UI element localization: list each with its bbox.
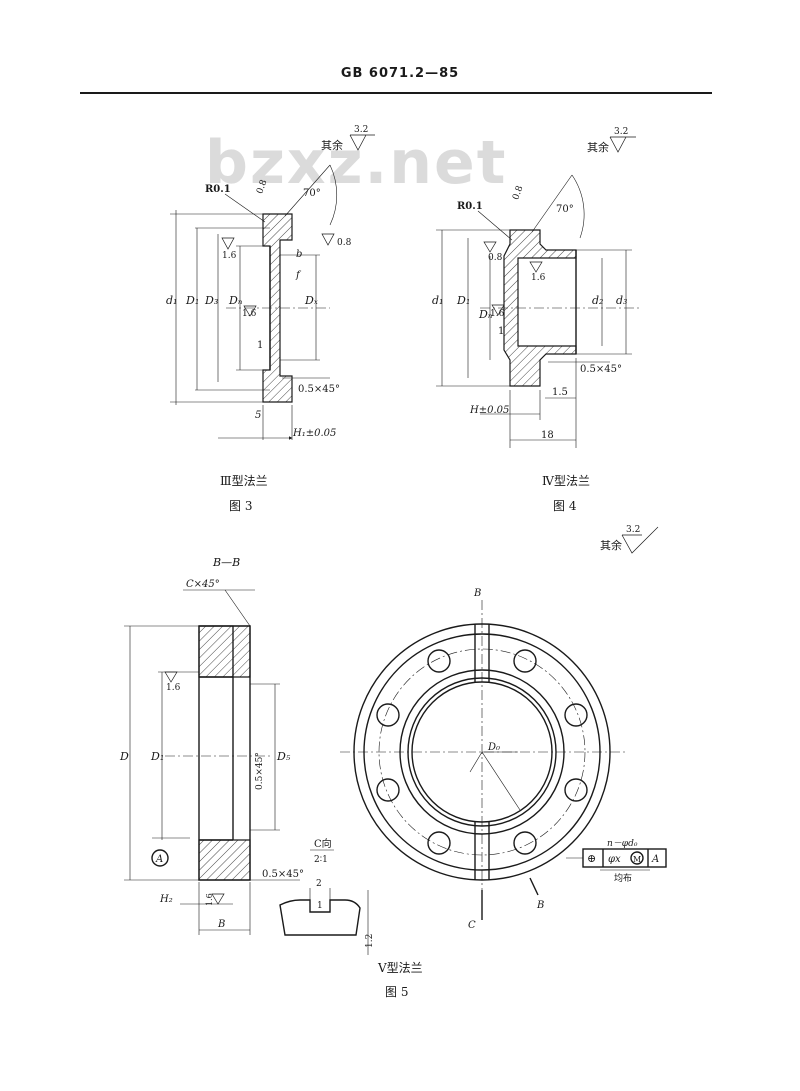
fig3-D3: D₃ [204, 294, 218, 307]
fig3-rest-label: 其余 [321, 138, 343, 152]
fig4-rest-value: 3.2 [614, 127, 628, 137]
fig5-one: 1 [317, 901, 323, 911]
fig3-type-caption: Ⅲ型法兰 [220, 474, 268, 488]
fig4-D1: D₁ [456, 294, 470, 307]
fig5-view-c: C向 [314, 837, 332, 850]
fig5-sec-b-bottom: B [536, 900, 544, 911]
fig3-chamfer: 0.5×45° [298, 384, 340, 395]
fig3-one: 1 [257, 340, 263, 351]
fig5-tol-top: n－φd₀ [607, 839, 638, 849]
fig4-d1: d₁ [432, 294, 443, 307]
fig3-DN: Dₙ [228, 294, 242, 307]
fig4-rest-label: 其余 [587, 140, 609, 154]
bolt-hole [564, 778, 588, 802]
watermark: bzxz.net [205, 128, 508, 198]
fig3-h1: H₁±0.05 [292, 428, 336, 439]
fig4-DN: Dₙ [478, 308, 492, 321]
fig5-tol-sym: ⊕ [587, 852, 596, 865]
fig5-rough: 1.6 [166, 683, 181, 693]
fig4-caption: 图 4 [553, 499, 577, 513]
fig5-D5: D₅ [276, 750, 291, 763]
fig4-type-caption: Ⅳ型法兰 [542, 474, 590, 488]
fig4-roughness-symbol [609, 136, 636, 153]
fig4-rough-c: 1.6 [531, 273, 546, 283]
fig5-datum-circle [151, 849, 169, 867]
standard-header: GB 6071.2—85 [340, 66, 460, 81]
fig3-b: b [296, 249, 302, 260]
fig4-d3: d₃ [616, 294, 627, 307]
fig4-h: H±0.05 [469, 405, 509, 416]
fig5-D0: D₀ [487, 742, 500, 753]
bolt-hole [564, 703, 588, 727]
fig4-rough-b: 0.8 [488, 253, 503, 263]
bolt-hole [376, 778, 400, 802]
fig5-section-label: B—B [212, 556, 240, 569]
fig5-B: B [217, 919, 225, 930]
fig5-tol-value: φx [608, 854, 621, 865]
fig4-one: 1 [498, 326, 504, 337]
fig3-Dx: Dₓ [304, 294, 318, 307]
fig5-rough-b: 1.6 [205, 893, 214, 906]
figure-3-type-iii-flange: 其余 3.2 70° R0.1 0.8 [166, 125, 375, 513]
bolt-hole [376, 703, 400, 727]
fig3-rough-a: 0.8 [255, 178, 269, 195]
bolt-hole [427, 649, 451, 673]
fig5-D: D [119, 750, 129, 763]
fig5-roughness-symbol [621, 526, 659, 554]
fig4-d18: 18 [541, 430, 554, 441]
fig3-caption: 图 3 [229, 499, 252, 513]
fig4-d15: 1.5 [552, 387, 568, 398]
fig3-radius: R0.1 [205, 184, 231, 195]
fig5-datum: A [155, 854, 163, 865]
fig4-d2: d₂ [592, 294, 603, 307]
fig5-tol-modifier: M [633, 855, 641, 864]
fig5-plan-view: D₀ B B C [340, 588, 625, 931]
fig5-D1: D₁ [150, 750, 164, 763]
fig3-f: f [295, 270, 302, 281]
fig4-radius: R0.1 [457, 201, 483, 212]
fig3-rough-b: 0.8 [337, 238, 352, 248]
fig5-onetwo: 1.2 [365, 934, 375, 948]
fig5-tol-bottom: 均布 [614, 872, 632, 884]
fig3-rough-c: 1.6 [222, 251, 237, 261]
fig5-scale: 2∶1 [314, 855, 328, 865]
fig5-chamfer-b: 0.5×45° [262, 869, 304, 880]
fig4-rough-a: 0.8 [511, 184, 525, 201]
fig5-two: 2 [316, 879, 322, 889]
fig3-roughness-symbol [349, 134, 375, 151]
fig5-chamfer: 0.5×45° [255, 752, 265, 790]
fig5-type-caption: Ⅴ型法兰 [377, 961, 423, 975]
fig5-caption: 图 5 [385, 985, 408, 999]
fig4-angle: 70° [556, 204, 574, 215]
fig5-rest-value: 3.2 [626, 525, 640, 535]
bolt-hole [513, 649, 537, 673]
fig3-rough-d: 1.6 [242, 309, 257, 319]
header-rule [80, 92, 712, 94]
fig5-section-lower [198, 839, 251, 881]
fig5-h2: H₂ [159, 894, 173, 905]
fig3-rest-value: 3.2 [354, 125, 368, 135]
bolt-hole [427, 831, 451, 855]
fig5-sec-c: C [468, 920, 476, 931]
figure-4-type-iv-flange: 其余 3.2 70° R0.1 0.8 0.8 1.6 [432, 127, 640, 513]
fig5-section-outline [198, 625, 251, 881]
fig5-chamfer-c: C×45° [186, 579, 220, 590]
fig3-d1: d₁ [166, 294, 177, 307]
fig3-D1: D₁ [185, 294, 199, 307]
bolt-hole [513, 831, 537, 855]
fig4-rough-d: 1.6 [490, 309, 505, 319]
fig5-sec-b-top: B [473, 588, 481, 599]
fig4-chamfer: 0.5×45° [580, 364, 622, 375]
fig3-five: 5 [255, 410, 261, 421]
fig5-rest-label: 其余 [600, 538, 622, 552]
fig5-tolerance-frame: n－φd₀ ⊕ φx M A 均布 [566, 839, 667, 884]
fig3-rough-mark [321, 233, 335, 246]
fig5-tol-datum: A [651, 854, 659, 865]
fig3-angle: 70° [303, 188, 321, 199]
figure-5-type-v-flange: 其余 3.2 B—B C×45° 1.6 D [119, 525, 667, 999]
